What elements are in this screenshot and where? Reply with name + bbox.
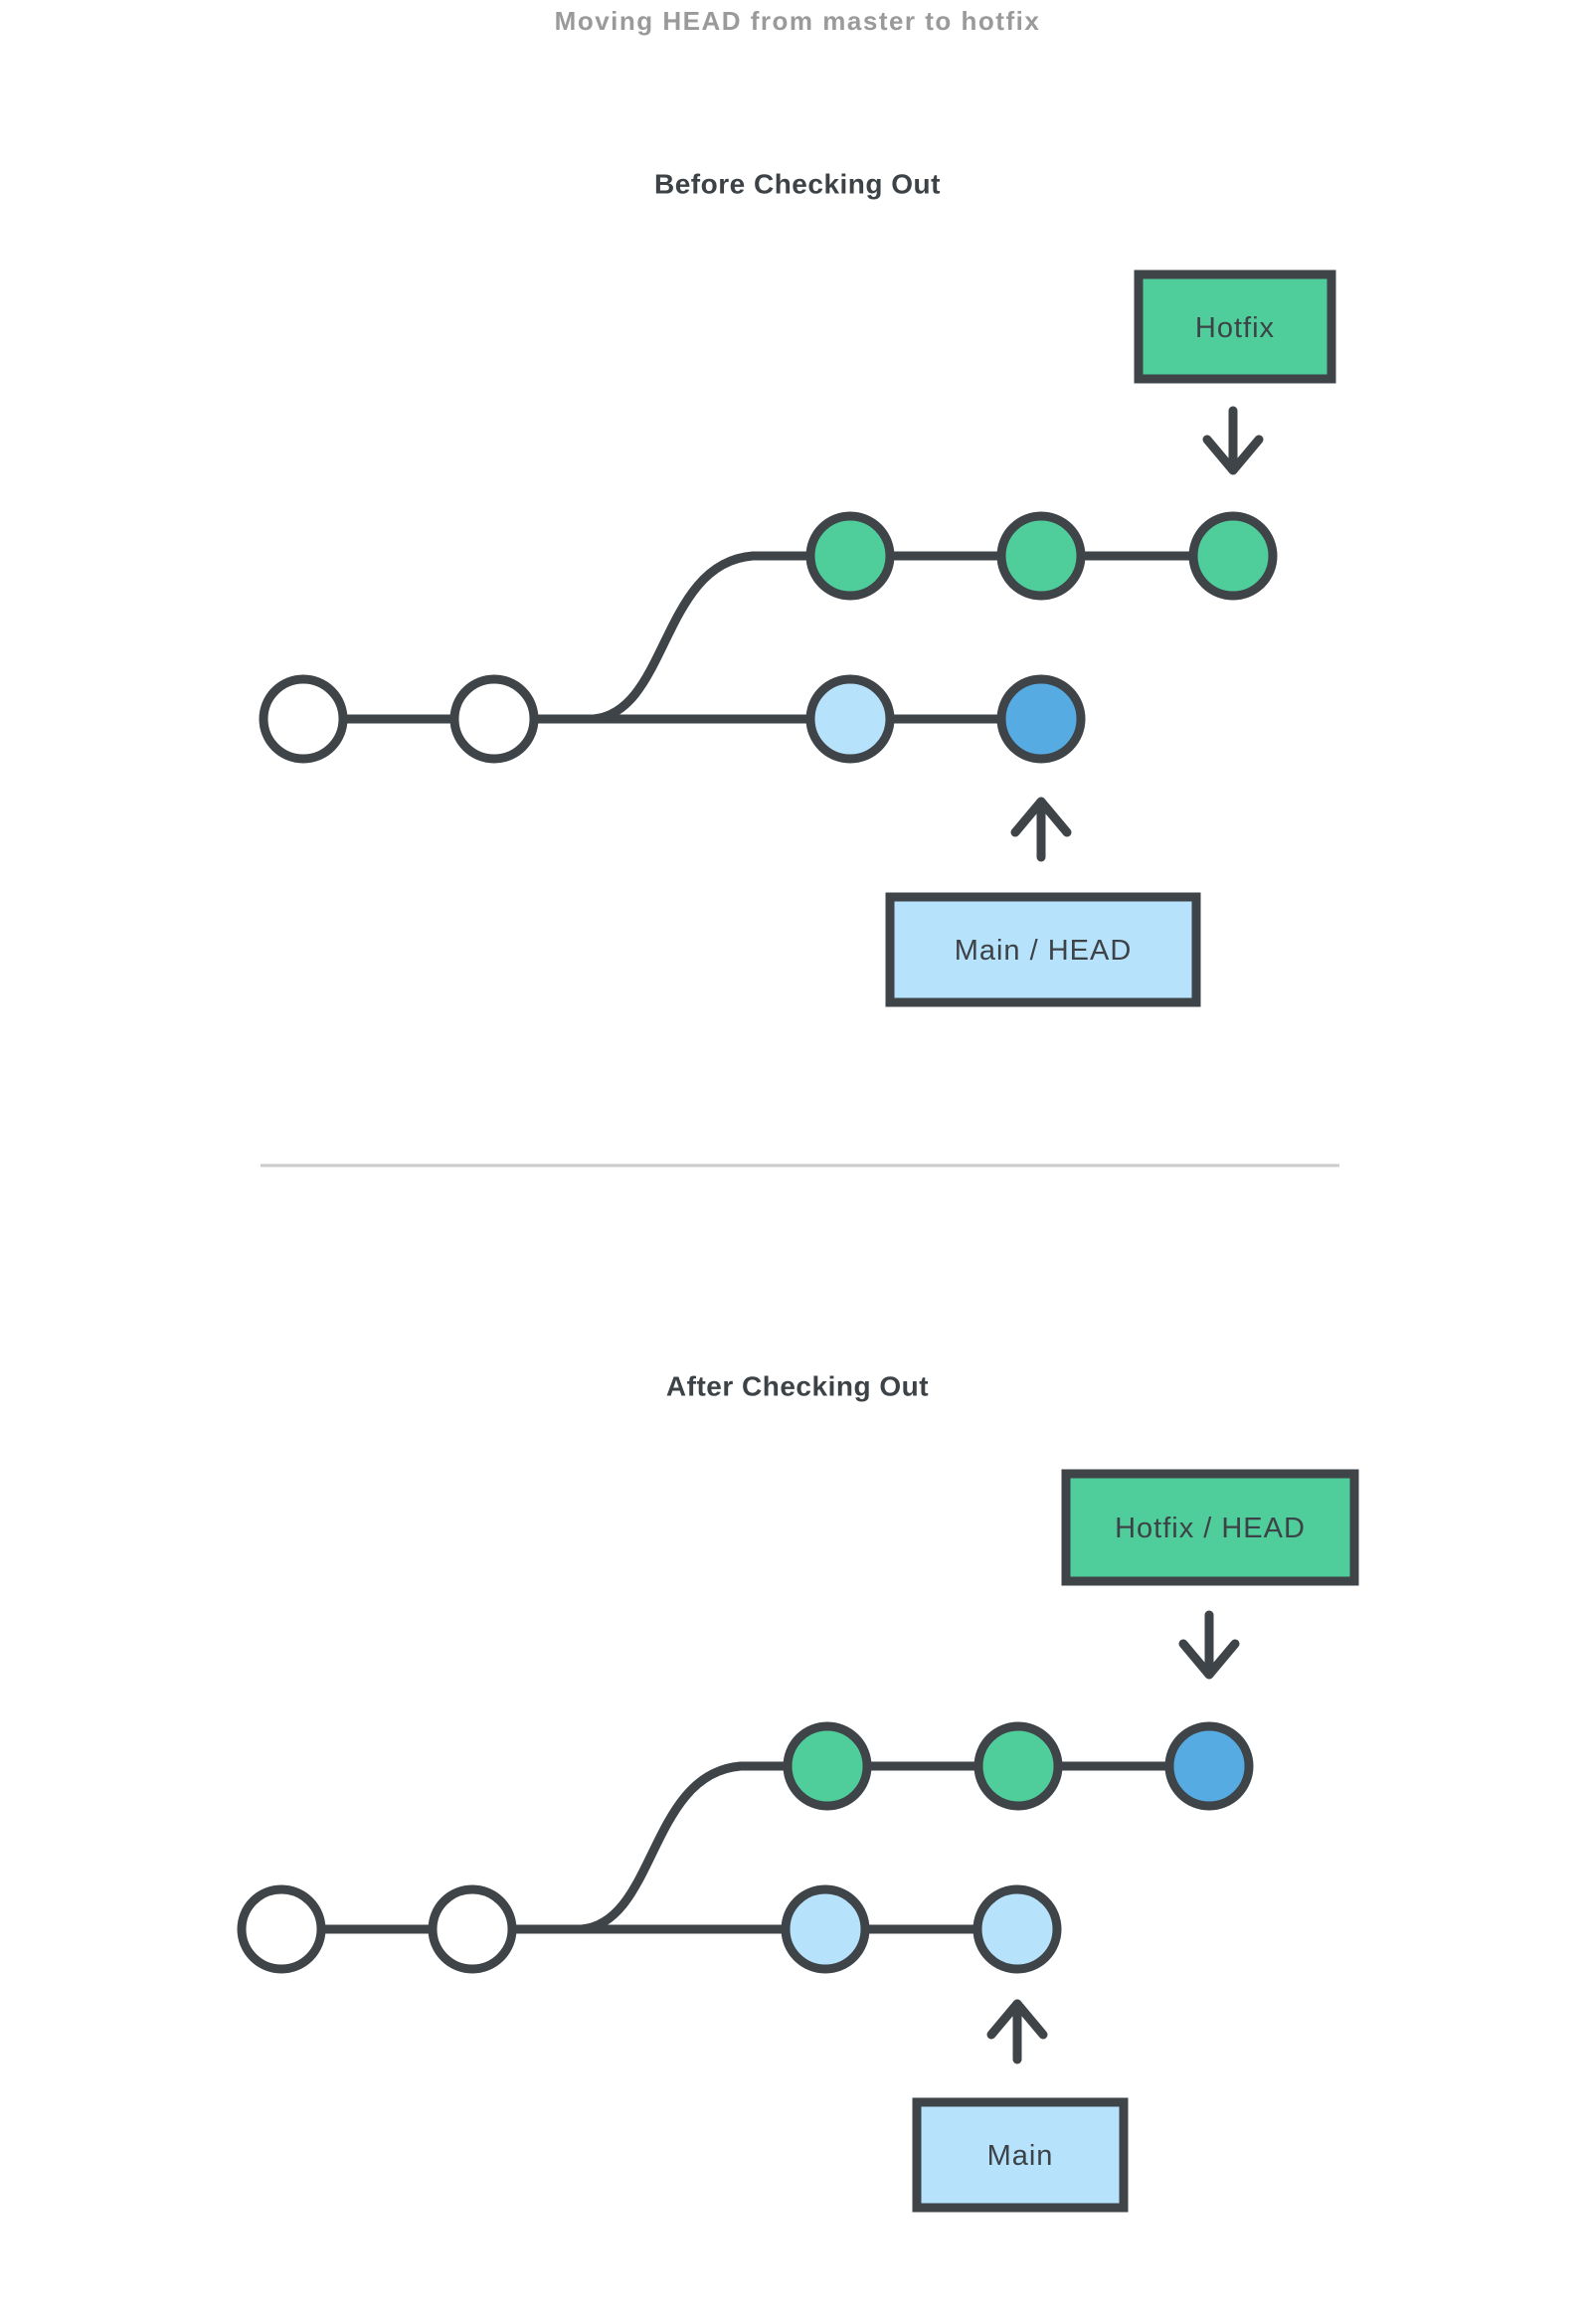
before-hotfix-commit-1 [805,511,895,601]
before-section: Before Checking Out Hotfix [259,169,1336,1007]
after-section: After Checking Out Hotfix / HEAD [237,1371,1359,2213]
after-main-box-rect [912,2097,1129,2213]
before-branch-fork-curve [589,551,758,724]
after-down-arrow-head [1178,1639,1240,1680]
after-hotfix-commit-3-head [1164,1721,1254,1811]
after-main-label-box: Main [912,2097,1129,2213]
after-main-commit-4 [972,1884,1062,1974]
after-down-arrow-icon [1178,1610,1240,1680]
before-main-commit-4-head [996,674,1086,764]
after-hotfix-head-box-rect [1061,1469,1359,1586]
before-main-commit-2 [449,674,539,764]
after-main-box-label: Main [987,2140,1054,2172]
before-up-arrow-icon [1010,797,1072,862]
before-heading: Before Checking Out [654,169,941,200]
after-heading: After Checking Out [666,1371,929,1402]
after-up-arrow-icon [986,1999,1048,2064]
page-title: Moving HEAD from master to hotfix [555,6,1041,36]
before-main-head-label-box: Main / HEAD [885,892,1201,1007]
before-hotfix-commit-2 [996,511,1086,601]
after-hotfix-head-label-box: Hotfix / HEAD [1061,1469,1359,1586]
after-main-commit-3 [781,1884,870,1974]
after-hotfix-head-box-label: Hotfix / HEAD [1115,1513,1306,1544]
before-hotfix-label-box: Hotfix [1134,269,1336,384]
after-branch-fork-curve [577,1761,746,1934]
before-up-arrow-head [1010,797,1072,837]
before-down-arrow-icon [1202,406,1264,475]
before-main-commit-1 [259,674,348,764]
before-main-head-box-label: Main / HEAD [955,935,1133,967]
before-hotfix-box-rect [1134,269,1336,384]
after-main-commit-2 [428,1884,517,1974]
before-main-head-box-rect [885,892,1201,1007]
after-hotfix-commit-1 [783,1721,872,1811]
before-hotfix-box-label: Hotfix [1195,312,1275,344]
before-hotfix-commit-3 [1188,511,1278,601]
before-down-arrow-head [1202,435,1264,475]
after-up-arrow-head [986,1999,1048,2040]
before-main-commit-3 [805,674,895,764]
after-main-commit-1 [237,1884,326,1974]
after-hotfix-commit-2 [973,1721,1063,1811]
